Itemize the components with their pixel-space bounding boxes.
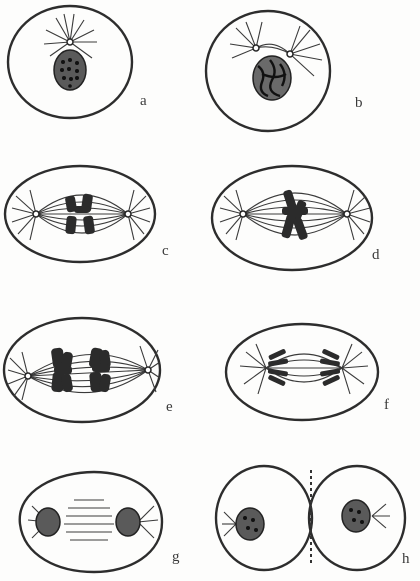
cell-f-spindle — [266, 354, 342, 382]
cell-h-nucleus-left — [236, 508, 264, 540]
cell-f — [226, 324, 378, 420]
panel-label-b: b — [355, 96, 363, 111]
panel-label-d: d — [372, 248, 380, 263]
cell-d — [212, 166, 372, 270]
cell-a-centrosome — [67, 39, 73, 45]
panel-label-f: f — [384, 398, 389, 413]
cell-e-membrane — [4, 318, 160, 422]
panel-label-c: c — [162, 244, 169, 259]
cell-h — [216, 466, 405, 570]
cell-e-chromosomes-left — [51, 347, 74, 392]
cell-e — [4, 318, 160, 422]
cell-e-spindle — [28, 354, 148, 392]
panel-label-a: a — [140, 94, 147, 109]
cell-b-centrosome-left — [253, 45, 259, 51]
cell-c — [5, 166, 155, 262]
panel-label-g: g — [172, 550, 180, 565]
cell-e-pole-left — [25, 373, 31, 379]
cell-g — [20, 472, 162, 572]
cell-d-pole-left — [240, 211, 246, 217]
cell-d-pole-right — [344, 211, 350, 217]
cell-e-chromosomes-right — [88, 347, 111, 393]
cell-g-nucleus-right — [116, 508, 140, 536]
cell-g-nucleus-left — [36, 508, 60, 536]
cell-f-asters — [240, 344, 368, 394]
cell-c-pole-right — [125, 211, 131, 217]
cell-e-pole-right — [145, 367, 151, 373]
panel-label-h: h — [402, 552, 410, 567]
cell-a — [8, 6, 132, 118]
panel-label-e: e — [166, 400, 173, 415]
cell-f-membrane — [226, 324, 378, 420]
cell-d-chromosomes — [281, 189, 309, 241]
cell-c-pole-left — [33, 211, 39, 217]
cell-h-nucleus-right — [342, 500, 370, 532]
cell-g-midbody-fibers — [64, 500, 114, 540]
cell-b — [206, 11, 330, 131]
cell-b-centrosome-right — [287, 51, 293, 57]
cell-c-spindle — [36, 195, 128, 233]
